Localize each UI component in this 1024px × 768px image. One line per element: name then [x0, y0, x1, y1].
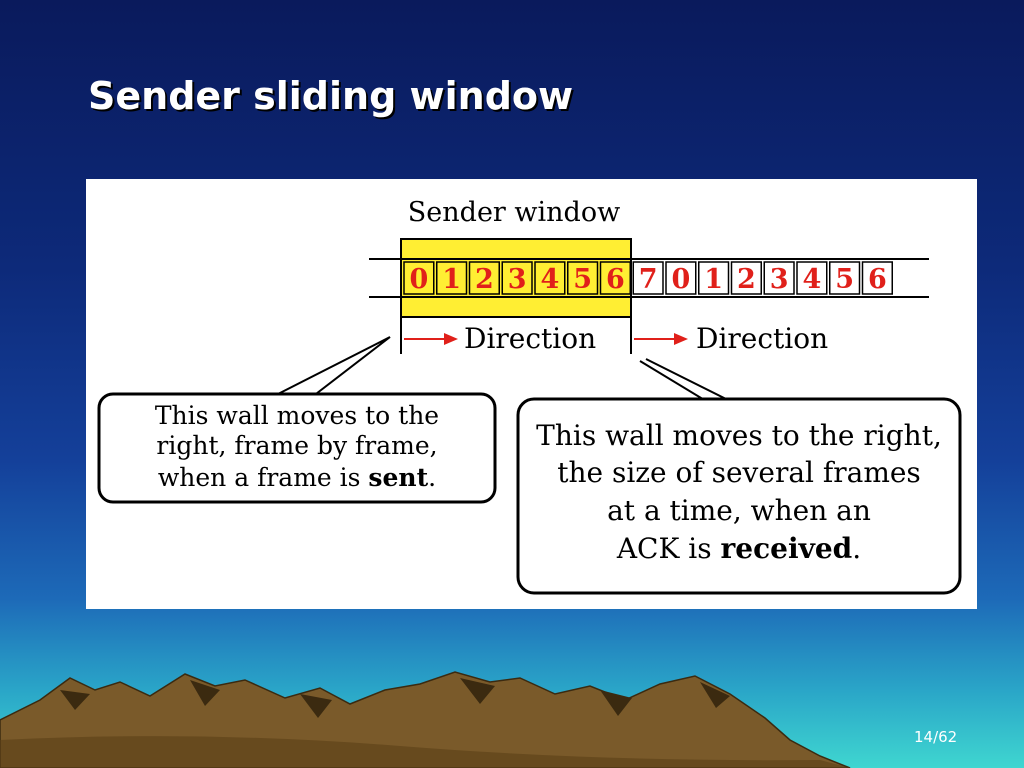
page-number: 14/62: [914, 728, 958, 746]
frame-cell: [796, 261, 828, 295]
right-callout-pointer: [639, 358, 730, 403]
frame-number: 3: [770, 264, 789, 295]
frame-cell: [534, 261, 566, 295]
frame-cell: [436, 261, 468, 295]
left-callout-line1: This wall moves to the: [155, 401, 439, 430]
frame-number: 6: [868, 264, 887, 295]
right-callout-line2: the size of several frames: [557, 456, 921, 489]
right-callout-line4: ACK is received.: [616, 532, 861, 565]
frame-number: 7: [639, 264, 658, 295]
frame-number: 3: [508, 264, 527, 295]
frame-cell: [861, 261, 893, 295]
frame-cell: [632, 261, 664, 295]
frame-number: 0: [409, 264, 428, 295]
frame-cell: [730, 261, 762, 295]
frame-cell: [665, 261, 697, 295]
sender-window-label: Sender window: [408, 197, 620, 228]
frame-number: 4: [802, 264, 821, 295]
frame-number: 1: [442, 264, 461, 295]
frame-cell: [567, 261, 599, 295]
frame-cell: [501, 261, 533, 295]
frame-number: 2: [737, 264, 756, 295]
direction-arrow-right: [634, 333, 688, 345]
frame-number: 6: [606, 264, 625, 295]
left-callout-line3: when a frame is sent.: [158, 463, 436, 492]
frame-cell: [599, 261, 631, 295]
frame-number: 5: [573, 264, 592, 295]
left-callout-box: [97, 392, 497, 504]
frame-cell: [468, 261, 500, 295]
right-callout-box: [516, 397, 962, 595]
frame-number: 4: [540, 264, 559, 295]
frame-number: 5: [835, 264, 854, 295]
direction-label-left: Direction: [464, 322, 596, 355]
right-callout-line1: This wall moves to the right,: [536, 419, 942, 452]
frame-cell: [698, 261, 730, 295]
left-callout-pointer: [277, 336, 391, 398]
right-callout-line3: at a time, when an: [607, 494, 871, 527]
left-callout-line2: right, frame by frame,: [156, 431, 437, 460]
direction-arrow-left: [404, 333, 458, 345]
frame-cell: [763, 261, 795, 295]
direction-label-right: Direction: [696, 322, 828, 355]
slide-title: Sender sliding window: [88, 74, 574, 118]
frame-cell: [403, 261, 435, 295]
frame-number: 0: [671, 264, 690, 295]
frame-number: 1: [704, 264, 723, 295]
mountain-range-decoration: [0, 671, 851, 768]
frame-number: 2: [475, 264, 494, 295]
frame-cell: [829, 261, 861, 295]
